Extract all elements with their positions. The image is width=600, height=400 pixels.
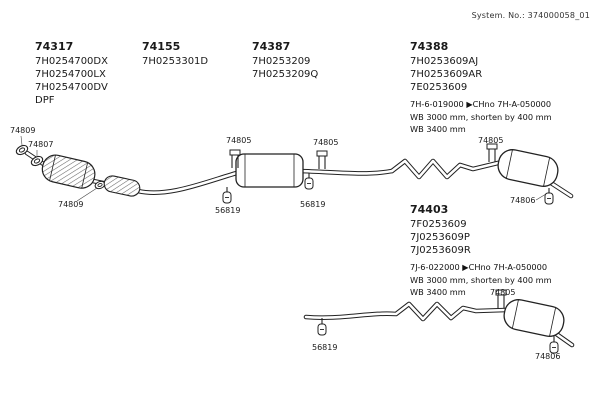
application-notes: 7H-6-019000 ▶CHno 7H-A-050000 WB 3000 mm… (410, 98, 552, 136)
hanger-icon (544, 188, 554, 205)
wheelbase-note: WB 3000 mm, shorten by 400 mm (410, 111, 552, 122)
clamp-icon (229, 149, 241, 168)
application-notes: 7J-6-022000 ▶CHno 7H-A-050000 WB 3000 mm… (410, 261, 552, 299)
part-number[interactable]: 7H0253209Q (252, 69, 319, 80)
part-number[interactable]: 7F0253609 (410, 219, 467, 230)
part-number[interactable]: 7J0253609R (410, 245, 471, 256)
part-group-74387: 74387 7H0253209 7H0253209Q (252, 40, 318, 81)
part-group-74388: 74388 7H0253609AJ 7H0253609AR 7E0253609 … (410, 40, 552, 136)
hanger-icon (317, 318, 327, 336)
rear-muffler-variant (503, 299, 565, 337)
callout-74805[interactable]: 74805 (490, 288, 516, 297)
chassis-range-note: 7H-6-019000 ▶CHno 7H-A-050000 (410, 99, 552, 109)
callout-74805[interactable]: 74805 (226, 136, 252, 145)
group-number[interactable]: 74387 (252, 40, 291, 53)
group-number[interactable]: 74155 (142, 40, 181, 53)
callout-74809[interactable]: 74809 (10, 126, 36, 135)
system-number: System. No.: 374000058_01 (471, 11, 590, 20)
part-number[interactable]: 7H0254700DV (35, 82, 108, 93)
part-note-dpf: DPF (35, 95, 55, 106)
callout-56819[interactable]: 56819 (312, 343, 338, 352)
clamp-icon (316, 150, 328, 169)
wheelbase-note: WB 3000 mm, shorten by 400 mm (410, 274, 552, 285)
callout-74809[interactable]: 74809 (58, 200, 84, 209)
flex-pipe (103, 175, 141, 197)
part-group-74317: 74317 7H0254700DX 7H0254700LX 7H0254700D… (35, 40, 108, 107)
clamp-icon (486, 143, 498, 162)
gasket-ring-icon (15, 144, 29, 156)
leader-lines (20, 135, 547, 202)
callout-74806[interactable]: 74806 (510, 196, 536, 205)
hanger-icon (304, 173, 314, 190)
hanger-icon (549, 336, 559, 354)
wheelbase-note: WB 3400 mm (410, 124, 466, 134)
group-number[interactable]: 74403 (410, 203, 449, 216)
part-number[interactable]: 7E0253609 (410, 82, 468, 93)
callout-56819[interactable]: 56819 (300, 200, 326, 209)
catalytic-converter (41, 154, 96, 189)
chassis-range-note: 7J-6-022000 ▶CHno 7H-A-050000 (410, 262, 548, 272)
group-number[interactable]: 74388 (410, 40, 449, 53)
callout-74805[interactable]: 74805 (478, 136, 504, 145)
part-group-74403: 74403 7F0253609 7J0253609P 7J0253609R 7J… (410, 203, 552, 299)
gasket-ring-icon (30, 155, 44, 167)
wheelbase-note: WB 3400 mm (410, 287, 466, 297)
part-number[interactable]: 7H0253209 (252, 56, 311, 67)
callout-56819[interactable]: 56819 (215, 206, 241, 215)
pipe-runs (24, 150, 575, 348)
callout-74807[interactable]: 74807 (28, 140, 54, 149)
callout-74805[interactable]: 74805 (313, 138, 339, 147)
part-number[interactable]: 7H0254700LX (35, 69, 106, 80)
center-muffler (235, 153, 304, 188)
part-number[interactable]: 7H0253301D (142, 56, 209, 67)
part-number[interactable]: 7H0254700DX (35, 56, 108, 67)
group-number[interactable]: 74317 (35, 40, 74, 53)
clamp-icon (495, 289, 507, 308)
part-number[interactable]: 7H0253609AR (410, 69, 483, 80)
part-group-74155: 74155 7H0253301D (142, 40, 208, 68)
part-number[interactable]: 7H0253609AJ (410, 56, 479, 67)
rear-muffler (497, 149, 559, 187)
hanger-icon (222, 187, 232, 204)
callout-74806[interactable]: 74806 (535, 352, 561, 361)
part-number[interactable]: 7J0253609P (410, 232, 470, 243)
